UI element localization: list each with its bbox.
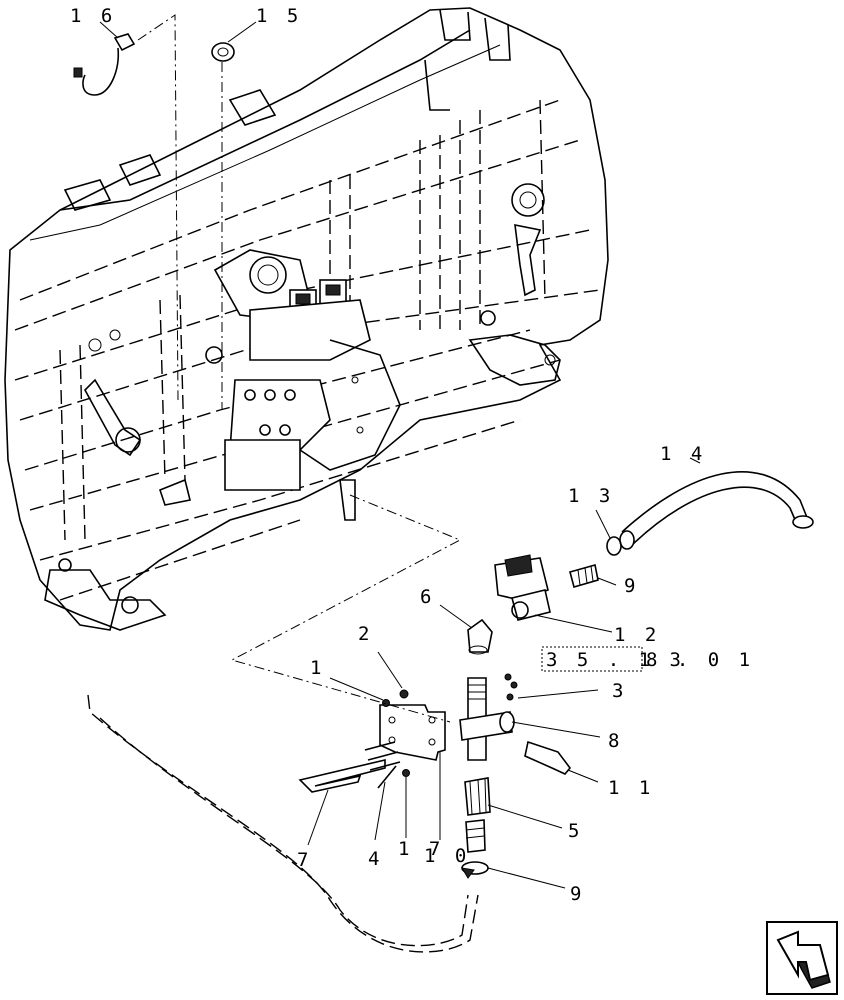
callout-8: 8 <box>608 730 623 752</box>
callout-9-lower: 9 <box>570 883 585 905</box>
callout-2: 2 <box>358 623 373 645</box>
next-page-arrow-icon[interactable] <box>766 921 838 995</box>
reference-box <box>541 646 643 672</box>
projection-line-16 <box>137 14 179 401</box>
part-16-sensor-harness <box>73 21 136 96</box>
part-14-hose <box>619 457 814 550</box>
callout-14: 1 4 <box>660 443 706 465</box>
callout-labels: 1 6 1 5 1 4 1 3 9 6 1 2 2 1 3 8 1 1 5 7 … <box>70 5 706 905</box>
part-7-support-bar <box>298 758 386 846</box>
part-9-clamp-lower <box>461 861 566 889</box>
callout-17: 1 7 <box>398 838 444 860</box>
part-bracket-plate <box>379 704 446 761</box>
callout-12: 1 2 <box>614 624 660 646</box>
reference-rest-text: 8 . 0 1 <box>646 649 754 671</box>
part-3-tee-body <box>459 673 599 761</box>
part-10-hose-barb <box>465 819 486 853</box>
reference-boxed-text: 3 5 . 1 3 <box>546 649 685 671</box>
part-17-screw <box>402 769 410 838</box>
part-6-elbow <box>439 604 493 655</box>
callout-9-upper: 9 <box>624 575 639 597</box>
part-13-hose-clamp <box>595 509 622 556</box>
callout-7: 7 <box>297 849 312 871</box>
callout-1: 1 <box>310 657 325 679</box>
callout-4: 4 <box>368 848 383 870</box>
hose-dashed-lower <box>87 694 479 953</box>
part-5-coupler <box>464 777 563 829</box>
part-1-washer <box>329 677 390 707</box>
part-2-nut <box>377 651 409 699</box>
part-12-solenoid-valve <box>494 554 613 633</box>
frame-assembly <box>4 7 609 631</box>
callout-3: 3 <box>612 680 627 702</box>
reference-label: 3 5 . 1 3 8 . 0 1 <box>541 646 754 672</box>
part-11-sensor-probe <box>524 740 599 783</box>
callout-6: 6 <box>420 586 435 608</box>
callout-13: 1 3 <box>568 485 614 507</box>
part-4-bolt <box>364 741 401 841</box>
hose-dashed-lower-inner <box>99 717 469 947</box>
callout-10: 1 0 <box>424 845 470 867</box>
callout-16: 1 6 <box>70 5 116 27</box>
leader-8 <box>511 721 601 738</box>
callout-5: 5 <box>568 820 583 842</box>
part-15-grommet <box>211 21 257 62</box>
callout-11: 1 1 <box>608 777 654 799</box>
projection-line-lower <box>230 494 462 723</box>
callout-15: 1 5 <box>256 5 302 27</box>
part-9-fitting-upper <box>569 563 617 588</box>
